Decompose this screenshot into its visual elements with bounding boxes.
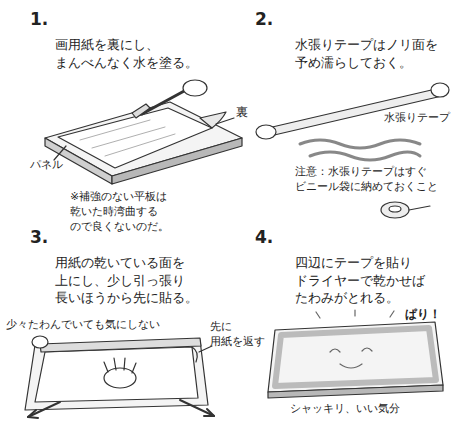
instruction-text: 四辺にテープを貼り ドライヤーで乾かせば たわみがとれる。 <box>295 254 433 307</box>
step-number: 2. <box>255 8 273 31</box>
instruction-text: 用紙の乾いている面を 上にし、少し引っ張り 長いほうから先に貼る。 <box>55 254 205 307</box>
part-label: 裏 <box>236 104 248 120</box>
brush-hand <box>132 80 207 118</box>
part-label: 水張りテープ <box>384 111 450 126</box>
panel-board <box>268 310 443 398</box>
paper-sheet <box>58 108 226 168</box>
note-text: 注意：水張りテープはすぐ ビニール袋に納めておくこと <box>295 165 445 195</box>
step-number: 4. <box>255 226 273 249</box>
leader-line <box>216 118 234 124</box>
caption-text: シャッキリ、いい気分 <box>290 402 400 417</box>
note-text: ※補強のない平板は 乾いた時湾曲する ので良くないのだ。 <box>70 190 176 235</box>
leader-line <box>54 146 66 160</box>
instruction-text: 画用紙を裏にし、 まんべんなく水を塗る。 <box>55 36 205 71</box>
tape-roll <box>381 202 430 218</box>
tape-strip <box>256 83 449 160</box>
note-text: 先に 用紙を返す <box>210 320 272 350</box>
sound-effect: ぱり！ <box>405 306 441 322</box>
part-label: パネル <box>30 158 63 173</box>
note-text: 少々たわんでいても気にしない <box>6 318 160 333</box>
panel-board <box>25 336 208 410</box>
step-number: 3. <box>30 226 48 249</box>
instruction-text: 水張りテープはノリ面を 予め濡らしておく。 <box>295 36 445 71</box>
step-number: 1. <box>30 8 48 31</box>
pull-arrows <box>28 400 214 418</box>
